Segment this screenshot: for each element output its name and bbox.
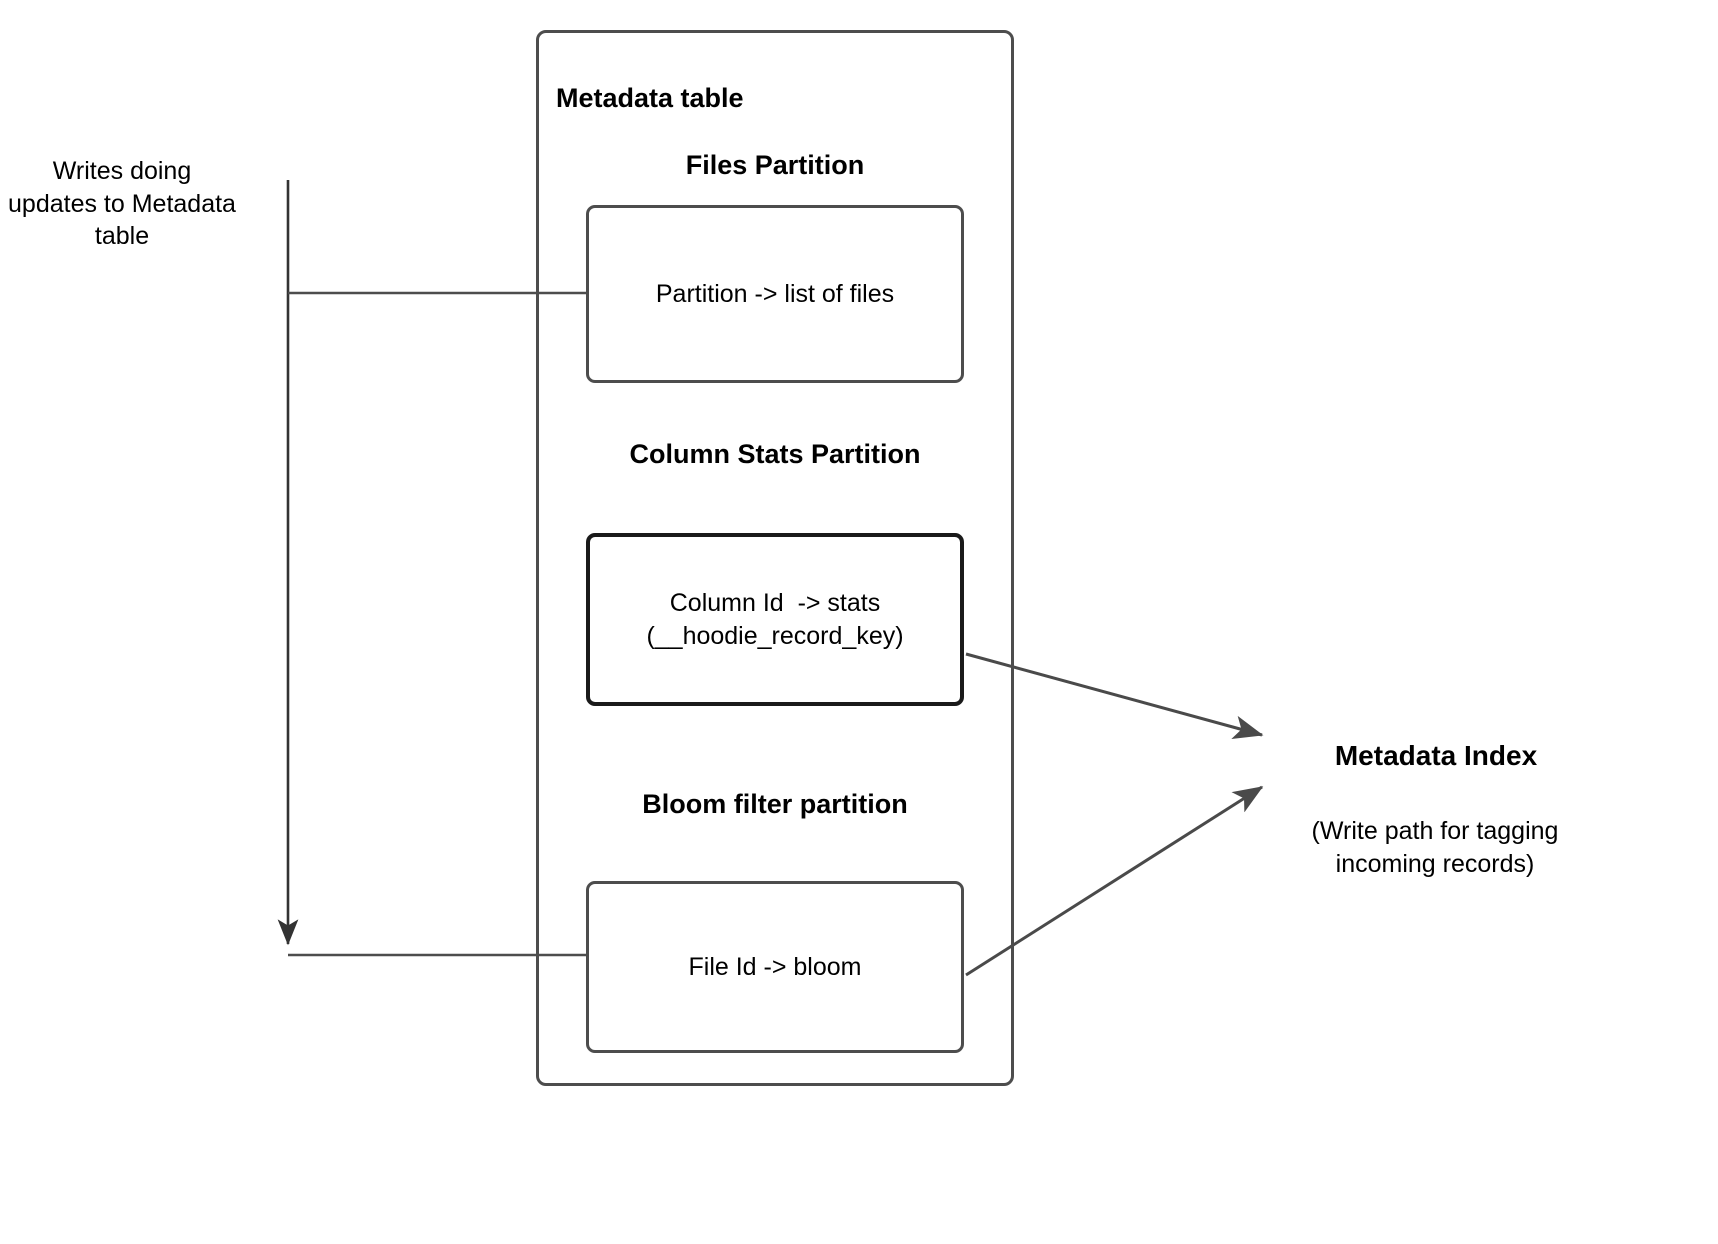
column-stats-partition-box-text: Column Id -> stats (__hoodie_record_key) xyxy=(646,588,904,650)
bloom-filter-partition-heading: Bloom filter partition xyxy=(642,789,908,819)
column-stats-partition-box[interactable]: Column Id -> stats (__hoodie_record_key) xyxy=(586,533,964,706)
files-partition-box-text: Partition -> list of files xyxy=(655,279,895,308)
files-partition-heading: Files Partition xyxy=(685,150,865,180)
column-stats-partition-heading: Column Stats Partition xyxy=(629,439,921,469)
metadata-index-title: Metadata Index xyxy=(1334,740,1538,771)
metadata-table-container xyxy=(536,30,1014,1086)
metadata-index-caption: (Write path for tagging incoming records… xyxy=(1311,817,1566,878)
files-partition-box[interactable]: Partition -> list of files xyxy=(586,205,964,383)
bloom-filter-partition-box[interactable]: File Id -> bloom xyxy=(586,881,964,1053)
bloom-filter-partition-box-text: File Id -> bloom xyxy=(688,952,862,981)
writes-doing-updates-label: Writes doing updates to Metadata table xyxy=(8,157,243,250)
metadata-table-title: Metadata table xyxy=(556,83,744,113)
